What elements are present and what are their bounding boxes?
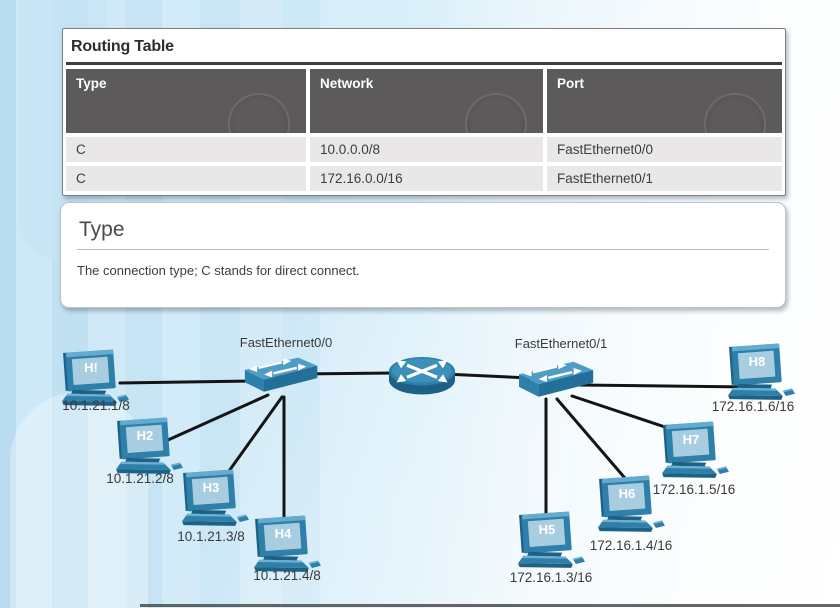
host-h1: H! [56,348,132,409]
type-definition-card: Type The connection type; C stands for d… [60,202,786,308]
router-icon [386,350,458,400]
definition-body: The connection type; C stands for direct… [77,263,360,278]
definition-title: Type [79,218,125,241]
router [386,350,458,400]
host-h7: H7 [656,420,732,481]
host-name-label: H8 [748,354,766,369]
link-switch-right-h6 [555,397,632,486]
column-header-port: Port [547,69,782,133]
host-name-label: H! [84,360,98,375]
host-ip-label: 10.1.21.4/8 [253,568,321,583]
host-h6: H6 [592,474,668,535]
host-h3: H3 [176,468,252,529]
host-h5: H5 [512,510,588,571]
host-h2: H2 [110,416,186,477]
host-ip-label: 10.1.21.1/8 [62,398,130,413]
table-row-0-network: 10.0.0.0/8 [310,137,543,162]
host-h8: H8 [722,342,798,403]
interface-label-fa0-0: FastEthernet0/0 [239,335,333,350]
switch-icon [238,352,320,396]
link-h1-switch-left [118,379,254,385]
host-name-label: H4 [274,526,292,541]
host-name-label: H6 [618,486,636,501]
host-ip-label: 172.16.1.5/16 [652,482,736,497]
switch-icon [512,356,596,401]
table-row-1-port: FastEthernet0/1 [547,166,782,191]
table-row-1-network: 172.16.0.0/16 [310,166,543,191]
host-ip-label: 10.1.21.3/8 [177,529,245,544]
switch-left [238,352,320,396]
link-router-switch-right [442,372,532,380]
host-name-label: H3 [202,480,220,495]
link-switch-right-h8 [576,383,750,389]
table-row-0-port: FastEthernet0/0 [547,137,782,162]
slide-bottom-border [140,604,840,607]
table-row-1-type: C [66,166,306,191]
routing-table-title-rule [66,62,782,65]
column-header-network: Network [310,69,543,133]
routing-table: Type Network Port C 10.0.0.0/8 FastEther… [66,69,782,191]
host-name-label: H7 [682,432,700,447]
host-ip-label: 10.1.21.2/8 [106,471,174,486]
link-switch-left-h2 [166,393,270,442]
switch-right [512,356,596,401]
host-name-label: H5 [538,522,556,537]
routing-table-title: Routing Table [71,38,174,55]
interface-label-fa0-1: FastEthernet0/1 [514,336,608,351]
host-name-label: H2 [136,428,154,443]
table-row-0-type: C [66,137,306,162]
column-header-type: Type [66,69,306,133]
link-switch-left-h3 [222,395,284,480]
host-ip-label: 172.16.1.3/16 [509,570,593,585]
host-ip-label: 172.16.1.6/16 [711,399,795,414]
host-ip-label: 172.16.1.4/16 [589,538,673,553]
definition-divider [77,249,769,250]
host-h4: H4 [248,514,324,575]
routing-table-card: Routing Table Type Network Port C 10.0.0… [62,28,786,196]
